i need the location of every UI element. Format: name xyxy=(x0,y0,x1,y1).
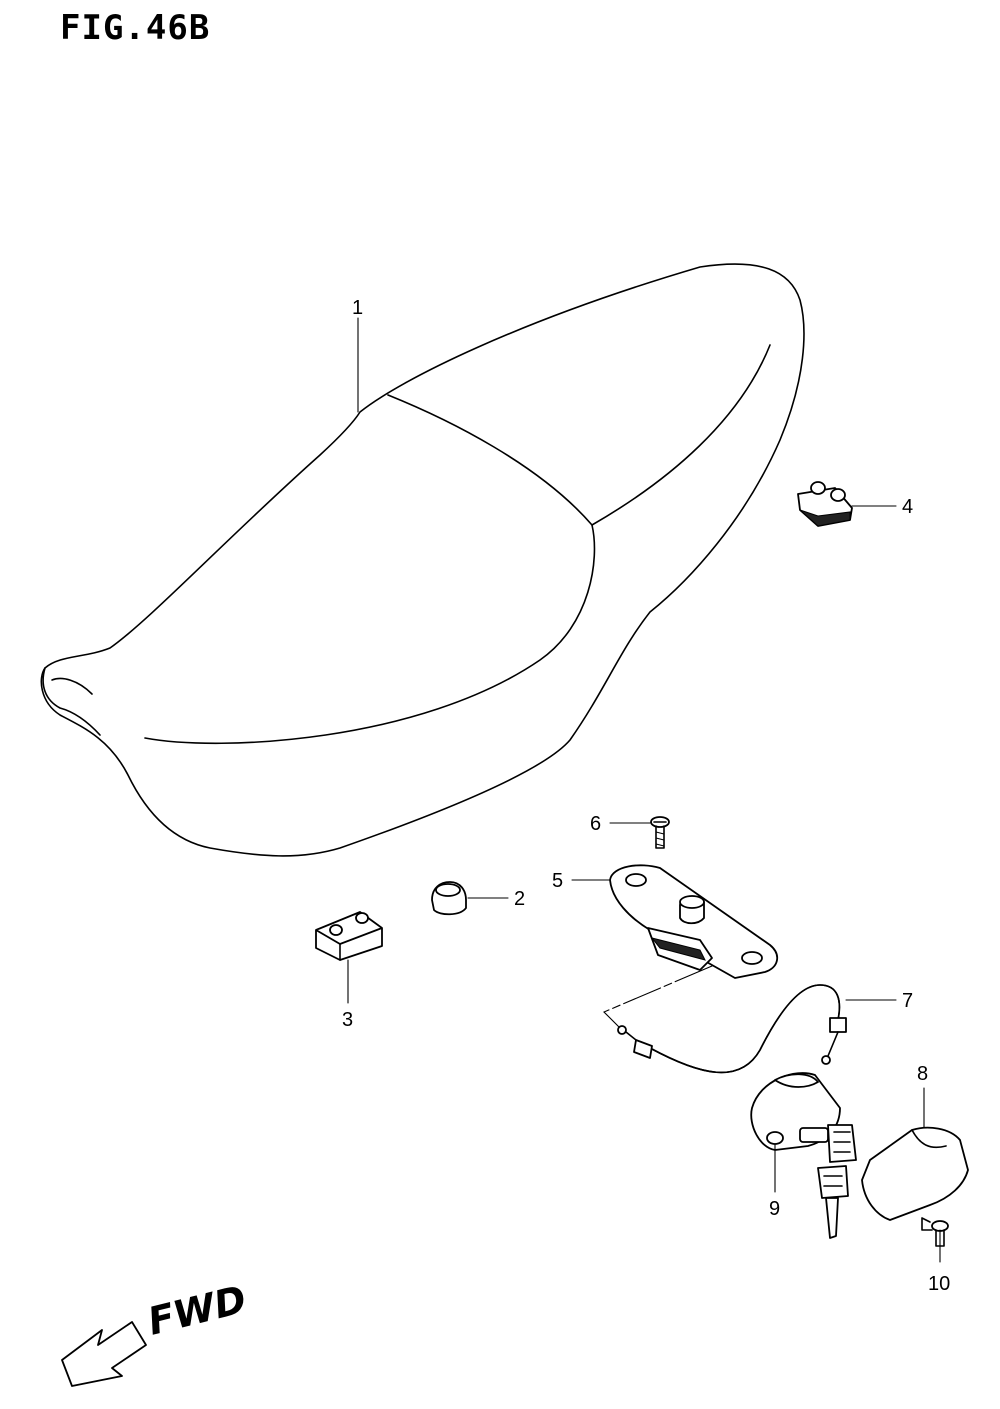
cushion-part[interactable] xyxy=(431,881,467,916)
callout-8: 8 xyxy=(917,1063,928,1085)
bumper-part[interactable] xyxy=(797,481,853,527)
lock-set-part[interactable] xyxy=(750,1072,857,1239)
bracket-block-part[interactable] xyxy=(315,911,383,961)
forward-label: FWD xyxy=(144,1277,251,1344)
cable-part[interactable] xyxy=(617,984,847,1074)
callout-2: 2 xyxy=(514,888,525,910)
callout-9: 9 xyxy=(769,1198,780,1220)
connection-line xyxy=(603,965,713,1029)
callout-4: 4 xyxy=(902,496,913,518)
seat-lock-part[interactable] xyxy=(609,864,779,979)
callout-5: 5 xyxy=(552,870,563,892)
small-screw-part[interactable] xyxy=(921,1217,949,1247)
callout-3: 3 xyxy=(342,1009,353,1031)
screw-part[interactable] xyxy=(650,816,670,849)
cover-part[interactable] xyxy=(861,1126,969,1221)
callout-1: 1 xyxy=(352,297,363,319)
forward-direction-indicator: FWD xyxy=(61,1277,251,1387)
callout-7: 7 xyxy=(902,990,913,1012)
seat-part[interactable] xyxy=(40,263,805,857)
callout-10: 10 xyxy=(928,1273,950,1295)
callout-6: 6 xyxy=(590,813,601,835)
figure-title: FIG.46B xyxy=(60,8,211,48)
forward-arrow-icon xyxy=(61,1321,147,1387)
